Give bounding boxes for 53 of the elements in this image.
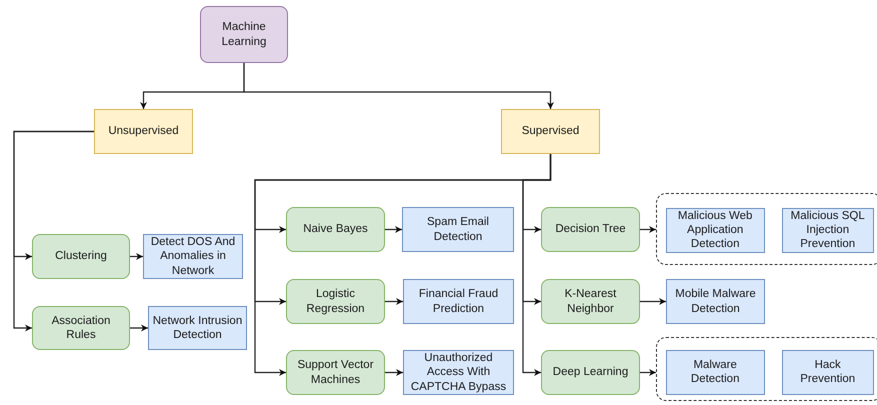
process-box (541, 207, 640, 252)
node-label: Hack Prevention (799, 358, 856, 387)
process-box (148, 306, 247, 350)
node-label: Logistic Regression (305, 287, 366, 316)
process-box (286, 350, 385, 395)
arrow (243, 63, 554, 109)
node-label: K-Nearest Neighbor (564, 287, 618, 316)
dashed-group-box (656, 337, 877, 401)
node-label: Decision Tree (554, 222, 627, 237)
process-box (402, 207, 514, 252)
process-box (541, 350, 640, 395)
arrow (385, 226, 402, 233)
node-label: Deep Learning (552, 365, 630, 380)
arrow (385, 298, 403, 305)
node-label: Support Vector Machines (296, 358, 375, 387)
arrow (640, 226, 656, 233)
node-label: Spam Email Detection (426, 215, 490, 244)
node-label: Machine Learning (220, 20, 268, 49)
process-box (782, 208, 874, 253)
process-box (403, 279, 514, 324)
node-label: Clustering (54, 249, 108, 264)
node-label: Network Intrusion Detection (152, 314, 244, 342)
process-box (286, 279, 385, 324)
process-box (32, 234, 130, 279)
arrow (385, 369, 403, 376)
process-box (541, 279, 640, 324)
node-label: Association Rules (50, 314, 112, 342)
node-label: Malicious Web Application Detection (676, 208, 754, 252)
process-box (94, 109, 193, 154)
dashed-group-box (656, 193, 877, 265)
node-label: Unsupervised (107, 124, 180, 139)
process-box (666, 279, 765, 324)
node-label: Malicious SQL Injection Prevention (790, 208, 866, 252)
node-label: Malware Detection (690, 358, 740, 387)
process-box (782, 350, 874, 395)
node-label: Detect DOS And Anomalies in Network (150, 234, 236, 278)
node-label: Unauthorized Access With CAPTCHA Bypass (410, 350, 508, 394)
node-label: Supervised (520, 124, 580, 139)
process-box (32, 306, 130, 350)
node-label: Mobile Malware Detection (674, 287, 757, 316)
arrow (13, 130, 94, 332)
arrow (522, 154, 552, 376)
arrow (640, 369, 656, 376)
process-box (666, 208, 765, 253)
arrow (130, 324, 148, 332)
node-label: Financial Fraud Prediction (418, 287, 500, 316)
process-box (200, 6, 288, 63)
process-box (286, 207, 385, 252)
arrow (130, 253, 143, 260)
node-label: Naive Bayes (302, 222, 369, 237)
arrow (640, 298, 666, 305)
process-box (501, 109, 600, 154)
process-box (666, 350, 765, 395)
